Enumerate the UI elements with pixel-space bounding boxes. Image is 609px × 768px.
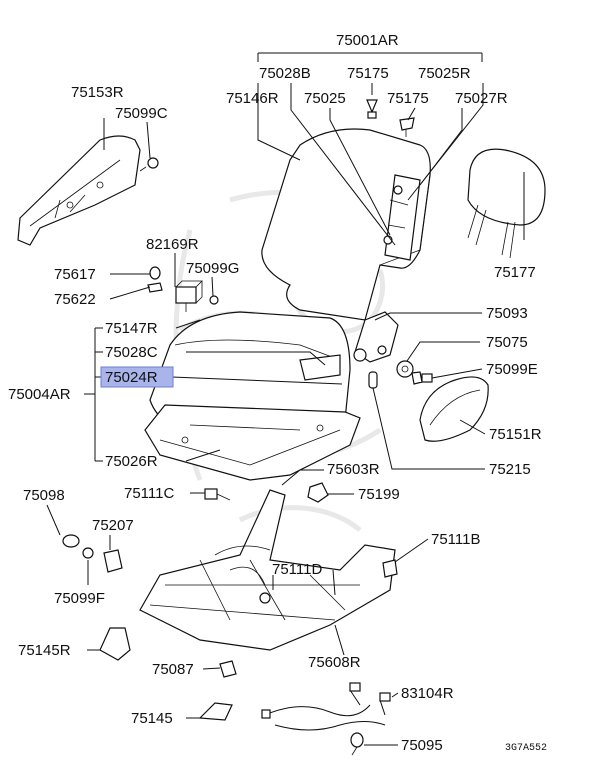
label-75099g[interactable]: 75099G xyxy=(186,260,239,277)
headrest-75177[interactable] xyxy=(467,148,546,259)
screw-75099c[interactable] xyxy=(139,157,159,172)
cap-75617[interactable] xyxy=(149,266,161,280)
label-75111c[interactable]: 75111C xyxy=(124,485,174,502)
seatback-75146r[interactable] xyxy=(261,128,431,321)
washer-75075[interactable] xyxy=(396,360,414,378)
recliner-75093[interactable] xyxy=(353,311,399,363)
label-75087[interactable]: 75087 xyxy=(152,661,194,678)
label-75024r[interactable]: 75024R xyxy=(105,369,158,386)
screw-75099g[interactable] xyxy=(209,295,219,305)
label-75099f[interactable]: 75099F xyxy=(54,590,105,607)
label-75111d[interactable]: 75111D xyxy=(272,561,322,578)
label-75153r[interactable]: 75153R xyxy=(71,84,124,101)
label-75111b[interactable]: 75111B xyxy=(431,531,481,548)
label-75617[interactable]: 75617 xyxy=(54,266,96,283)
label-82169r[interactable]: 82169R xyxy=(146,236,199,253)
wire-harness-83104r[interactable] xyxy=(261,682,391,731)
label-75093[interactable]: 75093 xyxy=(486,305,528,322)
label-75004ar[interactable]: 75004AR xyxy=(8,386,71,403)
label-75603r[interactable]: 75603R xyxy=(327,461,380,478)
bolt-75099e[interactable] xyxy=(411,371,433,385)
label-75075[interactable]: 75075 xyxy=(486,334,528,351)
clip-75199[interactable] xyxy=(307,482,329,503)
bracket-75145[interactable] xyxy=(198,702,233,721)
label-75099e[interactable]: 75099E xyxy=(486,361,538,378)
clip-75087[interactable] xyxy=(219,660,237,678)
label-75215[interactable]: 75215 xyxy=(489,461,531,478)
nut-75207[interactable] xyxy=(103,549,123,573)
label-75199[interactable]: 75199 xyxy=(358,486,400,503)
bolt-75111c[interactable] xyxy=(204,488,231,501)
seat-adjuster-75608r[interactable] xyxy=(139,489,396,651)
clip-75095[interactable] xyxy=(350,732,364,756)
label-75025[interactable]: 75025 xyxy=(304,90,346,107)
label-75177[interactable]: 75177 xyxy=(494,264,536,281)
screw-75099f[interactable] xyxy=(82,547,94,559)
label-75027r[interactable]: 75027R xyxy=(455,90,508,107)
label-75145[interactable]: 75145 xyxy=(131,710,173,727)
label-75098[interactable]: 75098 xyxy=(23,487,65,504)
label-75622[interactable]: 75622 xyxy=(54,291,96,308)
label-75608r[interactable]: 75608R xyxy=(308,654,361,671)
label-75175-a[interactable]: 75175 xyxy=(347,65,389,82)
label-75028b[interactable]: 75028B xyxy=(259,65,311,82)
cap-75622[interactable] xyxy=(147,282,163,293)
label-75207[interactable]: 75207 xyxy=(92,517,134,534)
clip-75175-b[interactable] xyxy=(399,117,415,137)
diagram-code: 3G7A552 xyxy=(505,743,547,754)
side-shield-75153r[interactable] xyxy=(17,135,141,246)
bracket-75145r[interactable] xyxy=(99,627,131,661)
bolt-75111b[interactable] xyxy=(382,559,398,578)
seat-frame-75026r[interactable] xyxy=(144,404,361,481)
pin-75215[interactable] xyxy=(368,371,378,389)
recliner-cover-75151r[interactable] xyxy=(419,376,489,442)
highlight-box xyxy=(100,366,174,388)
label-75175-b[interactable]: 75175 xyxy=(387,90,429,107)
part-labels: 75001AR 75028B 75175 75025R 75146R 75025… xyxy=(8,32,547,754)
cap-75098[interactable] xyxy=(62,534,80,548)
leader-lines xyxy=(46,52,525,746)
label-83104r[interactable]: 83104R xyxy=(401,685,454,702)
clip-75175-a[interactable] xyxy=(366,99,378,119)
label-75151r[interactable]: 75151R xyxy=(489,426,542,443)
label-75095[interactable]: 75095 xyxy=(401,737,443,754)
label-75147r[interactable]: 75147R xyxy=(105,320,158,337)
label-75025r[interactable]: 75025R xyxy=(418,65,471,82)
label-75146r[interactable]: 75146R xyxy=(226,90,279,107)
switch-82169r[interactable] xyxy=(175,280,203,312)
label-75026r[interactable]: 75026R xyxy=(105,453,158,470)
label-75001ar[interactable]: 75001AR xyxy=(336,32,399,49)
label-75145r[interactable]: 75145R xyxy=(18,642,71,659)
label-75099c[interactable]: 75099C xyxy=(115,105,168,122)
label-75028c[interactable]: 75028C xyxy=(105,344,158,361)
